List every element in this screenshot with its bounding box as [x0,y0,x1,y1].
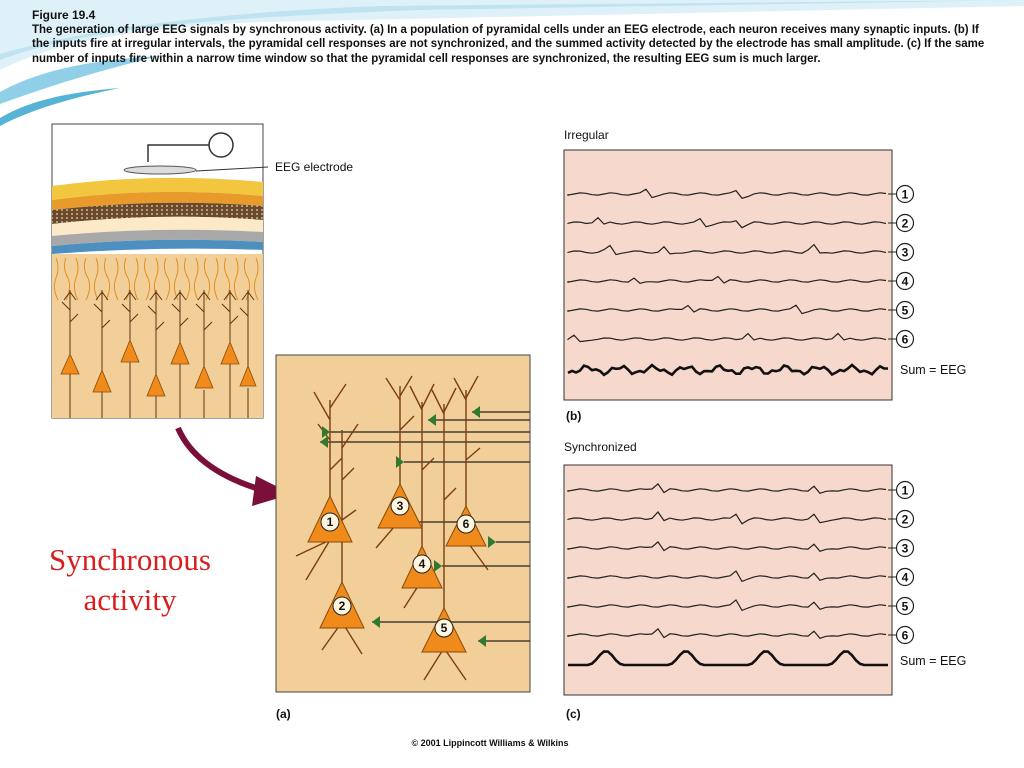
trace-line-6 [567,332,887,343]
neuron-number-3: 3 [397,499,404,513]
decorative-swoosh [0,0,1024,126]
trace-number-circle [895,538,915,558]
copyright-notice: © 2001 Lippincott Williams & Wilkins [411,738,569,748]
trace-line-2 [567,216,887,229]
panel-b-sum-label: Sum = EEG [900,363,966,377]
trace-number-5: 5 [902,304,909,318]
trace-number-circle [895,509,915,529]
neuron-number-2: 2 [339,599,346,613]
electrode-label: EEG electrode [275,160,353,174]
panel-b-label: (b) [566,409,581,423]
trace-number-2: 2 [902,217,909,231]
trace-line-3 [567,541,887,552]
panel-c-sum-label: Sum = EEG [900,654,966,668]
panel-c-box [563,464,893,696]
panel-b-title: Irregular [564,128,609,142]
trace-number-4: 4 [902,275,909,289]
trace-number-circle [895,329,915,349]
sum-eeg-trace [567,363,889,377]
neuron-number-5: 5 [441,621,448,635]
trace-number-5: 5 [902,600,909,614]
trace-number-1: 1 [902,188,909,202]
trace-number-3: 3 [902,246,909,260]
trace-line-3 [567,243,887,256]
trace-number-circle [895,300,915,320]
trace-number-2: 2 [902,513,909,527]
trace-number-circle [895,625,915,645]
sum-eeg-trace [568,650,888,667]
trace-number-circle [895,480,915,500]
figure-label: Figure 19.4 [32,8,96,22]
trace-number-3: 3 [902,542,909,556]
trace-number-6: 6 [902,333,909,347]
trace-number-circle [895,242,915,262]
trace-number-circle [895,213,915,233]
trace-line-1 [567,483,887,494]
trace-number-circle [895,271,915,291]
left-label-line1: Synchronous [49,542,211,577]
trace-number-6: 6 [902,629,909,643]
figure-caption: Figure 19.4 The generation of large EEG … [32,8,992,66]
trace-line-4 [567,570,887,583]
trace-number-4: 4 [902,571,909,585]
panel-b-box [563,149,893,401]
neuron-number-6: 6 [463,517,470,531]
trace-number-circle [895,184,915,204]
panel-c-label: (c) [566,707,581,721]
trace-line-1 [567,188,887,199]
trace-line-4 [567,275,887,284]
trace-line-5 [567,304,887,315]
neuron-number-1: 1 [327,515,334,529]
panel-c-title: Synchronized [564,440,637,454]
curved-arrow-icon [175,426,292,506]
trace-number-circle [895,596,915,616]
trace-line-2 [567,511,887,525]
neuron-number-4: 4 [419,557,426,571]
panel-a-label: (a) [276,707,291,721]
caption-text: The generation of large EEG signals by s… [32,23,985,65]
trace-line-6 [567,628,887,639]
eeg-electrode [123,132,234,175]
trace-number-circle [895,567,915,587]
trace-line-5 [567,599,887,612]
left-label-line2: activity [83,582,177,617]
trace-number-1: 1 [902,484,909,498]
synchronous-activity-label: Synchronous activity [10,540,250,620]
